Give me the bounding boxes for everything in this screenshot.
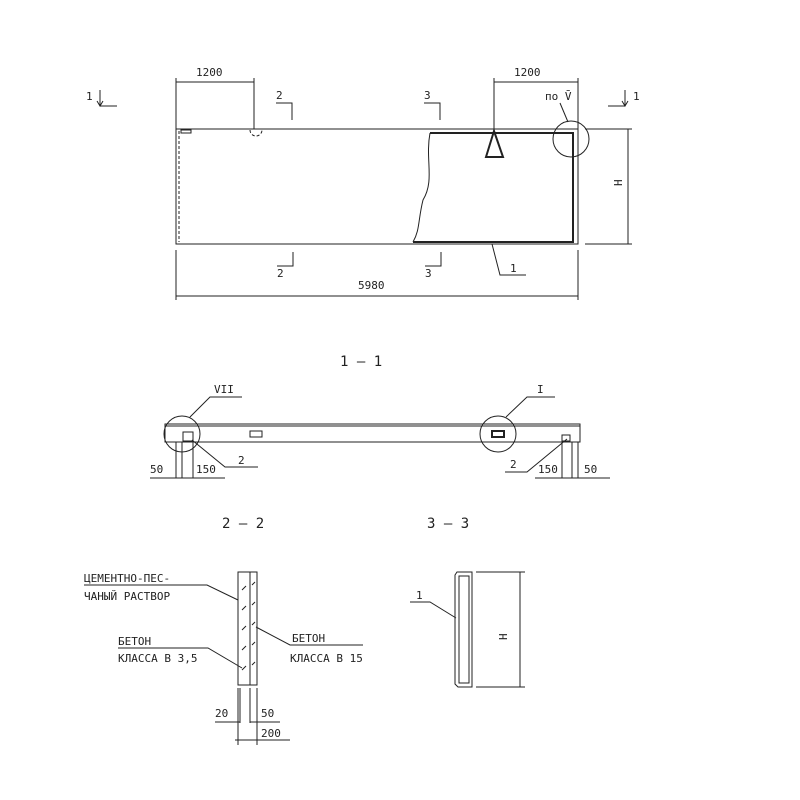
label-concrete-b15-line2: КЛАССА В 15: [290, 652, 363, 665]
section-3-3: 3 — 3 1 H: [410, 516, 525, 688]
dim-50: 50: [261, 707, 274, 720]
break-line: [412, 132, 431, 243]
node-i-label: I: [537, 383, 544, 396]
section-2-top: 2: [276, 89, 283, 102]
dim-150-left: 150: [196, 463, 216, 476]
section-3-top: 3: [424, 89, 431, 102]
section-3-bottom: 3: [425, 267, 432, 280]
section-1-right: 1: [633, 90, 640, 103]
section-2-bottom: 2: [277, 267, 284, 280]
reinforcement-bar: [458, 575, 470, 684]
wall-section: [237, 571, 258, 686]
label-concrete-b35-line1: БЕТОН: [118, 635, 151, 648]
dim-length-5980: 5980: [358, 279, 385, 292]
panel-outline: [175, 128, 579, 245]
reinforcement-frame: [413, 132, 574, 243]
plan-view: по V̄ 1200 1200 5980 H 1 1 2 3 2 3 1: [86, 66, 640, 300]
section-1-left: 1: [86, 90, 93, 103]
section-1-1: 1 — 1 VII I 2 2 50 150 150 50: [150, 354, 610, 479]
node-circle-v: [552, 120, 590, 158]
dim-left-1200: 1200: [196, 66, 223, 79]
node-vii-label: VII: [214, 383, 234, 396]
section-1-1-title: 1 — 1: [340, 354, 382, 370]
dim-height-h: H: [612, 179, 625, 186]
label-mortar-line1: ЦЕМЕНТНО-ПЕС-: [84, 572, 170, 585]
item-1-label: 1: [510, 262, 517, 275]
dim-200: 200: [261, 727, 281, 740]
dim-150-right: 150: [538, 463, 558, 476]
label-concrete-b35-line2: КЛАССА В 3,5: [118, 652, 197, 665]
node-ref-label: по V̄: [545, 90, 572, 103]
label-concrete-b15-line1: БЕТОН: [292, 632, 325, 645]
section-2-2-title: 2 — 2: [222, 516, 264, 532]
node-circle-i: [479, 415, 517, 453]
dim-50-right: 50: [584, 463, 597, 476]
section-2-2: 2 — 2 ЦЕМЕНТНО-ПЕС- ЧАНЫЙ РАСТВОР БЕТОН …: [84, 516, 363, 745]
dim-right-1200: 1200: [514, 66, 541, 79]
item-2-left: 2: [238, 454, 245, 467]
item-2-right: 2: [510, 458, 517, 471]
section-3-3-title: 3 — 3: [427, 516, 469, 532]
dim-height-h-3-3: H: [497, 633, 510, 640]
item-1-label-3-3: 1: [416, 589, 423, 602]
dim-50-left: 50: [150, 463, 163, 476]
label-mortar-line2: ЧАНЫЙ РАСТВОР: [84, 590, 170, 603]
lifting-loop-icon: [484, 127, 505, 158]
dim-20: 20: [215, 707, 228, 720]
